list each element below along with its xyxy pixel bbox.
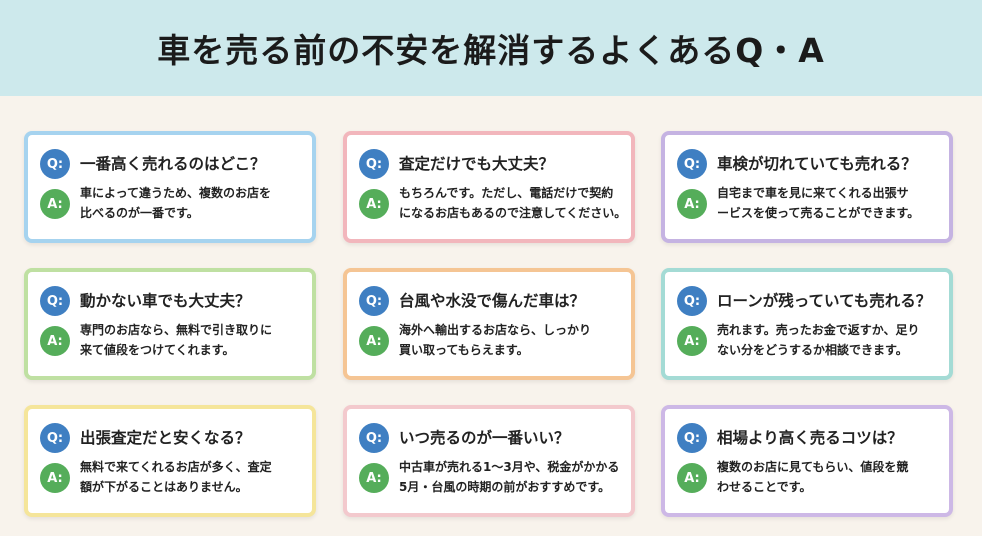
qa-card: Q: 一番高く売れるのはどこ？ A: 車によって違うため、複数のお店を比べるのが一番で… [24,131,316,243]
answer-text: 自宅まで車を見に来てくれる出張サービスを使って売ることができます。 [717,183,947,223]
answer-text: 専門のお店なら、無料で引き取りに来て値段をつけてくれます。 [80,320,310,360]
answer-row: A: 売れます。売ったお金で返すか、足りない分をどうするか相談できます。 [677,320,947,360]
question-row: Q: 出張査定だと安くなる？ [40,423,251,453]
qa-card: Q: 出張査定だと安くなる？ A: 無料で来てくれるお店が多く、査定額が下がることはあ… [24,405,316,517]
qa-card: Q: 相場より高く売るコツは？ A: 複数のお店に見てもらい、値段を競わせることです。 [661,405,953,517]
answer-row: A: 無料で来てくれるお店が多く、査定額が下がることはありません。 [40,457,310,497]
a-badge: A: [677,463,707,493]
question-text: 一番高く売れるのはどこ？ [80,155,266,173]
q-badge: Q: [359,286,389,316]
answer-text: もちろんです。ただし、電話だけで契約になるお店もあるので注意してください。 [399,183,629,223]
question-row: Q: 台風や水没で傷んだ車は？ [359,286,585,316]
answer-line: 海外へ輸出するお店なら、しっかり [399,323,592,337]
question-text: 車検が切れていても売れる？ [717,155,917,173]
answer-row: A: 海外へ輸出するお店なら、しっかり買い取ってもらえます。 [359,320,629,360]
answer-line: 自宅まで車を見に来てくれる出張サ [717,186,909,200]
q-badge: Q: [40,423,70,453]
a-badge: A: [677,189,707,219]
question-text: いつ売るのが一番いい？ [399,429,570,447]
question-text: ローンが残っていても売れる？ [717,292,932,310]
question-row: Q: いつ売るのが一番いい？ [359,423,570,453]
answer-line: 無料で来てくれるお店が多く、査定 [80,460,272,474]
qa-card: Q: 動かない車でも大丈夫？ A: 専門のお店なら、無料で引き取りに来て値段をつけてく… [24,268,316,380]
question-text: 出張査定だと安くなる？ [80,429,251,447]
q-badge: Q: [677,149,707,179]
answer-line: もちろんです。ただし、電話だけで契約 [399,186,614,200]
answer-line: 中古車が売れる1〜3月や、税金がかかる [399,460,620,474]
question-row: Q: 相場より高く売るコツは？ [677,423,903,453]
answer-row: A: 車によって違うため、複数のお店を比べるのが一番です。 [40,183,310,223]
q-badge: Q: [359,149,389,179]
header-banner: 車を売る前の不安を解消するよくあるQ・A [0,0,982,96]
answer-line: 額が下がることはありません。 [80,480,248,494]
a-badge: A: [359,189,389,219]
a-badge: A: [40,189,70,219]
answer-line: ービスを使って売ることができます。 [717,206,920,220]
question-row: Q: 車検が切れていても売れる？ [677,149,917,179]
answer-line: 車によって違うため、複数のお店を [80,186,272,200]
answer-row: A: 複数のお店に見てもらい、値段を競わせることです。 [677,457,947,497]
answer-text: 海外へ輸出するお店なら、しっかり買い取ってもらえます。 [399,320,629,360]
answer-line: ない分をどうするか相談できます。 [717,343,908,357]
q-badge: Q: [40,286,70,316]
answer-line: 売れます。売ったお金で返すか、足り [717,323,920,337]
question-text: 動かない車でも大丈夫？ [80,292,251,310]
answer-line: になるお店もあるので注意してください。 [399,206,627,220]
question-text: 査定だけでも大丈夫？ [399,155,555,173]
qa-card: Q: いつ売るのが一番いい？ A: 中古車が売れる1〜3月や、税金がかかる 5月・台風の… [343,405,635,517]
question-row: Q: ローンが残っていても売れる？ [677,286,931,316]
answer-text: 無料で来てくれるお店が多く、査定額が下がることはありません。 [80,457,310,497]
answer-row: A: 専門のお店なら、無料で引き取りに来て値段をつけてくれます。 [40,320,310,360]
qa-card: Q: 車検が切れていても売れる？ A: 自宅まで車を見に来てくれる出張サービスを使って… [661,131,953,243]
q-badge: Q: [677,286,707,316]
answer-text: 売れます。売ったお金で返すか、足りない分をどうするか相談できます。 [717,320,947,360]
q-badge: Q: [677,423,707,453]
answer-text: 車によって違うため、複数のお店を比べるのが一番です。 [80,183,310,223]
answer-line: 来て値段をつけてくれます。 [80,343,235,357]
answer-text: 中古車が売れる1〜3月や、税金がかかる 5月・台風の時期の前がおすすめです。 [399,457,629,497]
answer-line: 5月・台風の時期の前がおすすめです。 [399,480,611,494]
q-badge: Q: [359,423,389,453]
a-badge: A: [359,326,389,356]
answer-line: 複数のお店に見てもらい、値段を競 [717,460,909,474]
answer-row: A: 中古車が売れる1〜3月や、税金がかかる 5月・台風の時期の前がおすすめです。 [359,457,629,497]
answer-text: 複数のお店に見てもらい、値段を競わせることです。 [717,457,947,497]
question-row: Q: 一番高く売れるのはどこ？ [40,149,266,179]
answer-line: わせることです。 [717,480,812,494]
a-badge: A: [359,463,389,493]
qa-card: Q: 査定だけでも大丈夫？ A: もちろんです。ただし、電話だけで契約になるお店もある… [343,131,635,243]
a-badge: A: [40,463,70,493]
a-badge: A: [40,326,70,356]
qa-card: Q: ローンが残っていても売れる？ A: 売れます。売ったお金で返すか、足りない分をど… [661,268,953,380]
a-badge: A: [677,326,707,356]
answer-line: 比べるのが一番です。 [80,206,199,220]
question-row: Q: 査定だけでも大丈夫？ [359,149,554,179]
question-row: Q: 動かない車でも大丈夫？ [40,286,251,316]
answer-line: 買い取ってもらえます。 [399,343,529,357]
answer-line: 専門のお店なら、無料で引き取りに [80,323,273,337]
answer-row: A: もちろんです。ただし、電話だけで契約になるお店もあるので注意してください。 [359,183,629,223]
question-text: 台風や水没で傷んだ車は？ [399,292,586,310]
page-title: 車を売る前の不安を解消するよくあるQ・A [157,31,825,70]
question-text: 相場より高く売るコツは？ [717,429,903,447]
q-badge: Q: [40,149,70,179]
qa-card: Q: 台風や水没で傷んだ車は？ A: 海外へ輸出するお店なら、しっかり買い取ってもらえ… [343,268,635,380]
answer-row: A: 自宅まで車を見に来てくれる出張サービスを使って売ることができます。 [677,183,947,223]
